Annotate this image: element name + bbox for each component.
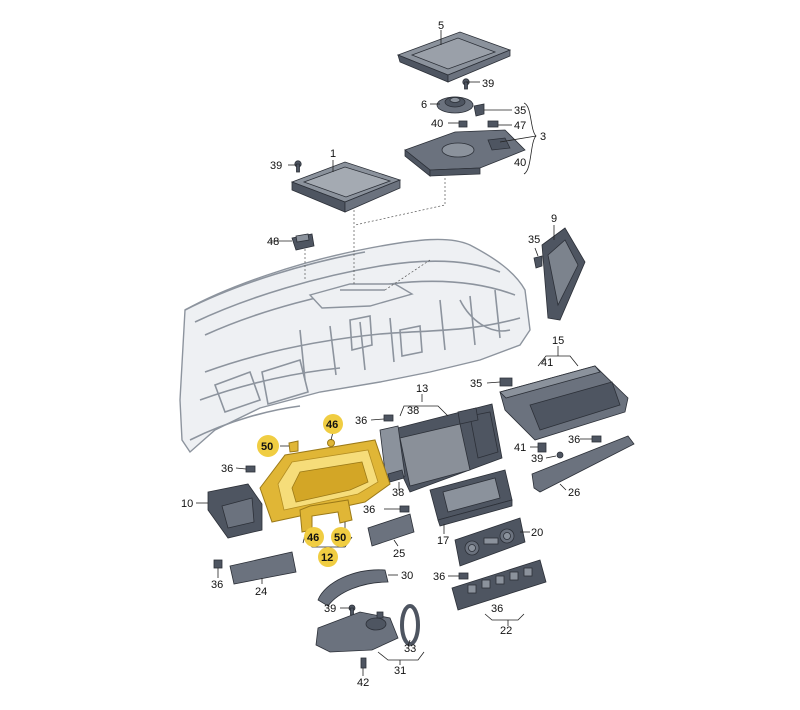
part-36-clip-left-bottom[interactable] [213, 559, 223, 569]
part-9-vent-grille[interactable] [541, 227, 586, 321]
part-5-top-cover[interactable] [396, 31, 512, 83]
part-30-upper-shroud[interactable] [317, 569, 389, 607]
part-labels: 5 39 6 35 40 47 3 40 39 1 48 9 35 15 41 … [181, 20, 580, 689]
label-41-right[interactable]: 41 [514, 442, 526, 454]
dashboard-outline [179, 238, 531, 454]
label-25[interactable]: 25 [393, 548, 405, 560]
part-17-lower-frame[interactable] [429, 469, 513, 527]
part-20-climate-control[interactable] [454, 517, 526, 567]
label-15[interactable]: 15 [552, 335, 564, 347]
part-6-speaker[interactable] [436, 96, 474, 114]
label-10[interactable]: 10 [181, 498, 193, 510]
label-1[interactable]: 1 [330, 148, 336, 160]
part-35-clip-glovebox[interactable] [499, 377, 513, 387]
assembly-guides [304, 178, 446, 291]
label-39-top[interactable]: 39 [482, 78, 494, 90]
leader-lines [196, 30, 592, 676]
label-35-right[interactable]: 35 [528, 234, 540, 246]
label-36-left-top[interactable]: 36 [221, 463, 233, 475]
label-36-left-bottom[interactable]: 36 [211, 579, 223, 591]
part-36-clip-column[interactable] [376, 611, 384, 619]
part-38-clip-lower[interactable] [387, 469, 405, 483]
label-9[interactable]: 9 [551, 213, 557, 225]
part-22-switch-panel[interactable] [451, 559, 547, 611]
label-36-switch-panel[interactable]: 36 [491, 603, 503, 615]
label-30[interactable]: 30 [401, 570, 413, 582]
part-36-clip-center[interactable] [383, 414, 394, 422]
label-48[interactable]: 48 [267, 236, 279, 248]
part-33-ring[interactable] [400, 604, 420, 646]
part-36-clip-right[interactable] [591, 435, 602, 443]
label-39-left[interactable]: 39 [270, 160, 282, 172]
label-17[interactable]: 17 [437, 535, 449, 547]
label-36-right[interactable]: 36 [568, 434, 580, 446]
part-12-instrument-trim[interactable] [259, 439, 391, 533]
label-40-small[interactable]: 40 [431, 118, 443, 130]
label-35-glovebox[interactable]: 35 [470, 378, 482, 390]
label-42[interactable]: 42 [357, 677, 369, 689]
label-38-top[interactable]: 38 [407, 405, 419, 417]
part-35-clip-top[interactable] [473, 103, 485, 117]
part-3-bracket[interactable] [404, 129, 526, 177]
part-50-screw-top[interactable] [288, 440, 299, 453]
label-40-bracket[interactable]: 40 [514, 157, 526, 169]
part-1-center-cover[interactable] [290, 161, 402, 213]
label-41-glovebox[interactable]: 41 [541, 357, 553, 369]
badge-50-bottom [331, 527, 351, 547]
label-36-mid[interactable]: 36 [363, 504, 375, 516]
part-36-clip-lower-right[interactable] [458, 572, 469, 580]
label-6[interactable]: 6 [421, 99, 427, 111]
label-3[interactable]: 3 [540, 131, 546, 143]
label-33[interactable]: 33 [404, 643, 416, 655]
part-41-clip[interactable] [537, 442, 547, 453]
part-48-sensor[interactable] [291, 233, 315, 251]
part-24-lower-trim[interactable] [229, 551, 297, 585]
label-22[interactable]: 22 [500, 625, 512, 637]
label-20[interactable]: 20 [531, 527, 543, 539]
part-26-trim-strip[interactable] [531, 435, 635, 493]
label-12[interactable]: 12 [321, 552, 333, 564]
badge-46-bottom [304, 527, 324, 547]
label-5[interactable]: 5 [438, 20, 444, 32]
part-36-clip-left-top[interactable] [245, 465, 256, 473]
label-38-bottom[interactable]: 38 [392, 487, 404, 499]
part-39-screw-left[interactable] [294, 160, 302, 173]
badge-12 [318, 547, 338, 567]
label-46-top[interactable]: 46 [326, 419, 338, 431]
label-39-column[interactable]: 39 [324, 603, 336, 615]
part-42-screw[interactable] [360, 657, 367, 669]
part-47-clip[interactable] [487, 120, 499, 128]
badge-50-top [257, 435, 279, 457]
label-50-bottom[interactable]: 50 [334, 532, 346, 544]
part-25-trim-block[interactable] [367, 513, 415, 547]
label-13[interactable]: 13 [416, 383, 428, 395]
part-10-left-vent[interactable] [207, 483, 263, 539]
label-47[interactable]: 47 [514, 120, 526, 132]
part-15-glovebox[interactable] [499, 365, 629, 441]
part-31-lower-shroud[interactable] [315, 611, 399, 653]
label-46-bottom[interactable]: 46 [307, 532, 319, 544]
part-46-clip-top[interactable] [327, 439, 335, 447]
highlight-badges [257, 414, 351, 567]
label-26[interactable]: 26 [568, 487, 580, 499]
badge-46-top [323, 414, 343, 434]
label-35-top[interactable]: 35 [514, 105, 526, 117]
label-50-top[interactable]: 50 [261, 441, 273, 453]
label-36-lower-right[interactable]: 36 [433, 571, 445, 583]
part-35-clip-right[interactable] [533, 255, 543, 269]
label-36-center[interactable]: 36 [355, 415, 367, 427]
part-13-center-frame[interactable] [379, 403, 503, 493]
part-39-screw-column[interactable] [348, 604, 356, 616]
label-24[interactable]: 24 [255, 586, 267, 598]
label-31[interactable]: 31 [394, 665, 406, 677]
part-40-clip-small[interactable] [458, 120, 468, 128]
part-39-screw-top[interactable] [462, 78, 470, 90]
part-39-screw-right[interactable] [556, 451, 564, 459]
label-39-right[interactable]: 39 [531, 453, 543, 465]
part-36-clip-mid[interactable] [399, 505, 410, 513]
